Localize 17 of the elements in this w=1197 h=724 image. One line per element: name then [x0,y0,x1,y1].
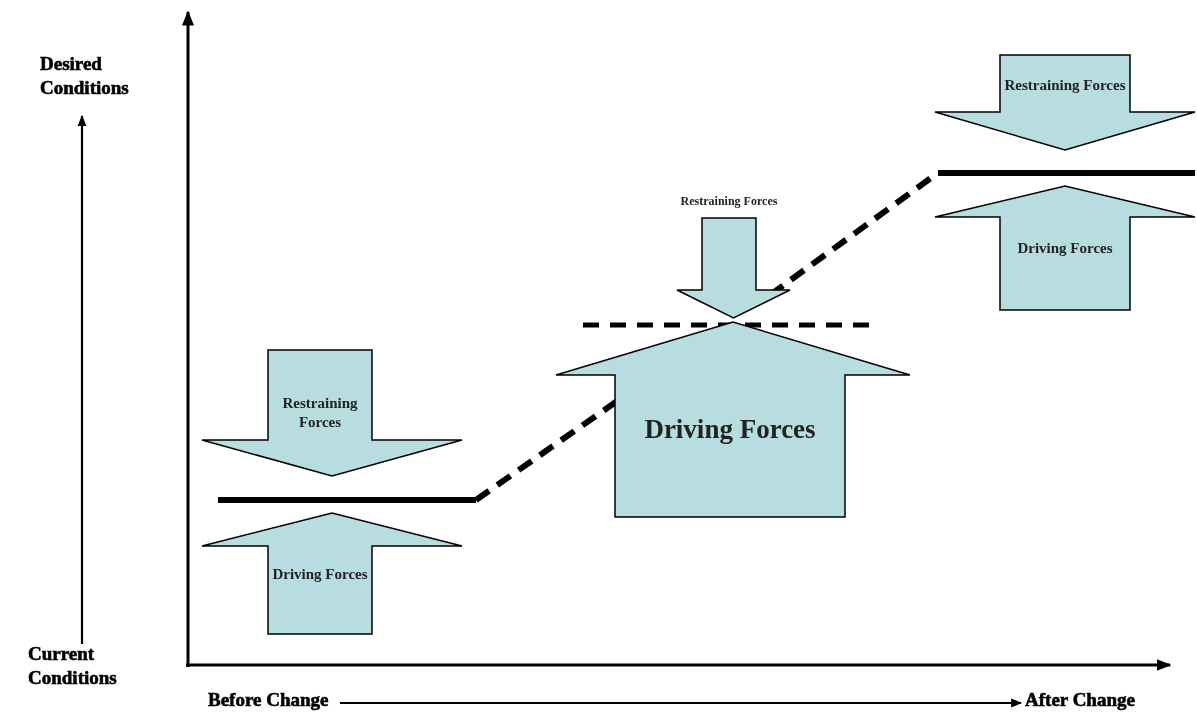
force-label: Restraining Forces [281,393,359,432]
driving-force-block [935,186,1195,310]
axis-label: Desired Conditions [40,52,130,100]
axis-label: After Change [1025,688,1136,712]
force-label: Restraining Forces [1003,75,1127,95]
arrow [340,698,1023,708]
axis-label: Before Change [208,688,330,712]
arrow [77,114,87,644]
force-label: Driving Forces [643,413,817,447]
force-label: Driving Forces [271,565,369,585]
restraining-force-block [202,350,462,476]
driving-force-block [556,322,910,517]
force-label: Driving Forces [1016,239,1114,259]
axis-label: Current Conditions [28,642,118,690]
driving-force-block [202,513,462,634]
restraining-force-block [935,55,1195,150]
force-label: Restraining Forces [679,192,779,210]
